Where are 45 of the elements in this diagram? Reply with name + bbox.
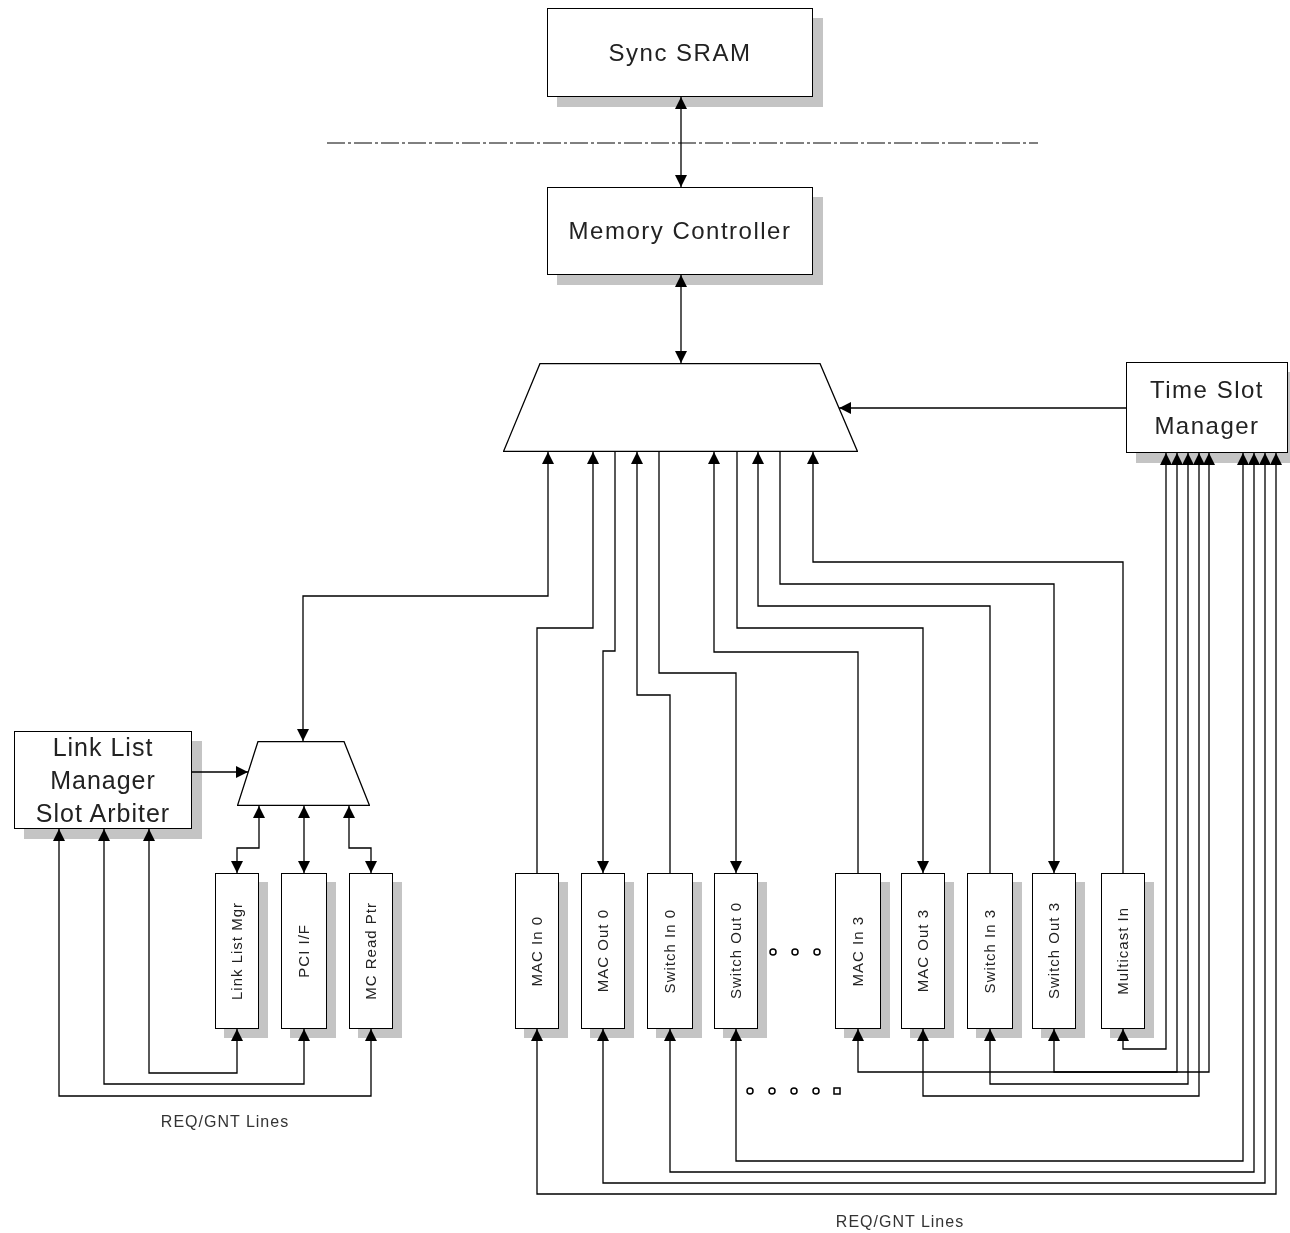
connector-arrow <box>675 96 687 188</box>
connector-arrow <box>597 451 616 874</box>
connector-arrow <box>536 451 599 874</box>
connector-arrow <box>298 805 310 874</box>
block-label: Switch In 0 <box>659 908 679 994</box>
connector-arrow <box>917 452 1205 1097</box>
connector-arrow <box>752 451 991 874</box>
bus-label: REQ/GNT Lines <box>159 1112 291 1132</box>
connector-arrow <box>343 805 377 874</box>
block-label: MC Read Ptr <box>360 902 380 1000</box>
bus-label: REQ/GNT Lines <box>834 1212 966 1232</box>
connector-arrow <box>191 766 249 778</box>
block-label: MAC Out 3 <box>912 909 932 993</box>
block-label: Sync SRAM <box>608 37 752 68</box>
block-label: Link List Mgr <box>226 902 246 1000</box>
multiplexer-trapezoid <box>503 363 858 452</box>
block-label: Switch In 3 <box>979 908 999 994</box>
block-label: Multicast In <box>1112 907 1132 995</box>
connector-arrow <box>143 828 243 1074</box>
connector-arrow <box>736 451 929 874</box>
block-label: Time Slot Manager <box>1149 374 1265 441</box>
connector-arrow <box>98 828 310 1085</box>
connector-arrow <box>807 451 1124 874</box>
connector-arrow <box>1117 452 1172 1050</box>
connector-arrow <box>984 452 1194 1085</box>
block-label: MAC Out 0 <box>592 909 612 993</box>
block-label: Switch Out 0 <box>725 902 745 1000</box>
connector-arrow <box>779 451 1060 874</box>
block-label: MAC In 0 <box>526 915 546 987</box>
connector-arrow <box>297 451 554 742</box>
connector-arrow <box>838 402 1127 414</box>
connector-arrow <box>708 451 859 874</box>
block-label: MAC In 3 <box>847 915 867 987</box>
connector-arrow <box>53 828 377 1097</box>
block-label: Memory Controller <box>568 216 792 246</box>
connector-arrow <box>231 805 265 874</box>
block-label: Switch Out 3 <box>1043 902 1063 1000</box>
multiplexer-trapezoid <box>237 741 370 806</box>
block-label: PCI I/F <box>293 924 313 978</box>
connector-arrow <box>658 451 742 874</box>
connector-arrow <box>1048 452 1183 1073</box>
connector-arrow <box>675 274 687 364</box>
connector-arrow <box>631 451 671 874</box>
block-label: Link List Manager Slot Arbiter <box>34 731 172 829</box>
connector-arrow <box>852 452 1215 1073</box>
